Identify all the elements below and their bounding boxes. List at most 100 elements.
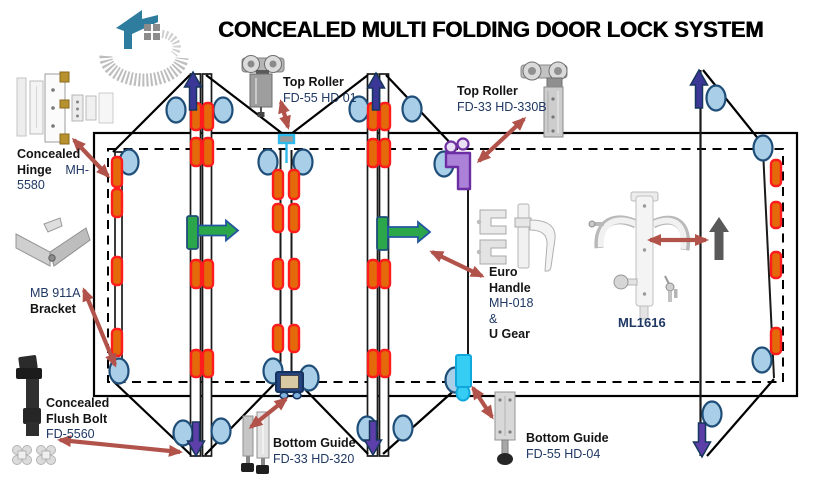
part-name: Bracket: [30, 301, 76, 316]
multipoint-lock-points: [110, 101, 783, 379]
part-name: Bottom Guide: [526, 431, 609, 445]
label-bottom-guide-fd33: Bottom Guide FD-33 HD-320: [273, 436, 356, 467]
bottom-guide-fd33-marker: [275, 371, 304, 400]
lock-point: [366, 137, 380, 169]
part-name: Handle: [489, 280, 531, 295]
lock-point: [189, 258, 203, 290]
part-code: MH-5580: [17, 162, 89, 193]
part-code: FD-55 HD-04: [526, 446, 601, 461]
fold-down-arrow: [692, 422, 712, 459]
logo-roof: [116, 10, 158, 49]
label-mb-911a-bracket: MB 911A Bracket: [30, 286, 81, 317]
part-name: Top Roller: [457, 84, 518, 98]
lock-point: [378, 137, 392, 169]
part-code: MH-018: [489, 296, 534, 310]
lock-point: [110, 155, 124, 189]
label-ml1616: ML1616: [618, 315, 666, 330]
top-roller-fd55-photo: [241, 55, 285, 117]
lock-point: [110, 255, 124, 287]
lock-point: [287, 323, 301, 354]
lock-point: [287, 257, 301, 291]
part-name: Bottom Guide: [273, 436, 356, 450]
roller-point: [401, 95, 423, 123]
company-logo: [99, 10, 189, 87]
roller-point: [705, 84, 727, 112]
fold-down-arrow: [186, 421, 206, 458]
u-gear-piece: [479, 239, 507, 265]
label-top-roller-fd55: Top Roller FD-55 HD 01: [283, 75, 357, 106]
gear-handle-marker: [186, 215, 199, 250]
callout-arrow: [278, 99, 291, 130]
lock-point: [287, 202, 301, 234]
callout-arrow: [82, 287, 117, 368]
lock-point: [769, 250, 783, 280]
part-name: Concealed Flush Bolt: [46, 396, 110, 426]
part-code: FD-33 HD-320: [273, 451, 355, 466]
roller-point: [210, 417, 232, 445]
top-roller-fd33-photo: [520, 61, 568, 138]
lock-point: [769, 158, 783, 188]
fold-up-arrow: [366, 71, 386, 111]
part-code: FD-5560: [46, 427, 95, 441]
mb-911a-bracket-photo: [15, 217, 91, 267]
part-name: Concealed Hinge: [17, 147, 81, 177]
page-title: CONCEALED MULTI FOLDING DOOR LOCK SYSTEM: [218, 17, 764, 42]
top-roller-fd55-marker: [277, 133, 296, 163]
lock-point: [366, 258, 380, 290]
roller-point: [257, 148, 279, 176]
label-concealed-hinge: Concealed Hinge MH-5580: [17, 147, 89, 194]
callout-arrow: [71, 137, 111, 179]
fold-up-arrow: [183, 70, 203, 111]
swing-up-arrow: [709, 217, 729, 260]
ampersand: &: [489, 311, 498, 326]
part-code: MB 911A: [30, 286, 81, 300]
bottom-guide-fd55-photo: [494, 391, 516, 465]
fold-down-arrow: [363, 420, 383, 457]
label-euro-handle: Euro Handle MH-018 & U Gear: [489, 265, 533, 343]
logo-swirl: [99, 55, 189, 87]
lock-point: [271, 202, 285, 234]
callout-arrow: [429, 250, 485, 278]
part-code: FD-55 HD 01: [283, 90, 357, 105]
roller-point: [292, 148, 314, 176]
part-name: Euro: [489, 265, 518, 279]
roller-point: [751, 346, 773, 374]
roller-point: [701, 400, 723, 428]
lock-point: [378, 258, 392, 290]
roller-point: [212, 96, 234, 124]
callout-arrows: [57, 99, 709, 457]
label-top-roller-fd33: Top Roller FD-33 HD-330B: [457, 84, 547, 115]
lock-point: [201, 136, 215, 168]
lock-point: [378, 101, 392, 132]
lock-point: [271, 168, 285, 201]
part-name: Top Roller: [283, 75, 344, 89]
part-code: FD-33 HD-330B: [457, 99, 547, 114]
callout-arrow: [57, 435, 183, 457]
part-name: U Gear: [489, 327, 530, 341]
fold-up-arrow: [689, 68, 709, 109]
lock-point: [189, 348, 203, 379]
label-bottom-guide-fd55: Bottom Guide FD-55 HD-04: [526, 431, 609, 462]
slide-direction-arrows: [186, 215, 432, 251]
lock-point: [271, 323, 285, 354]
callout-arrow: [476, 116, 527, 164]
concealed-hinge-photo: [16, 71, 114, 145]
roller-point: [165, 96, 187, 124]
callout-arrow: [471, 385, 494, 420]
lock-point: [271, 257, 285, 291]
slide-arrow-right: [387, 220, 432, 244]
euro-handle-ugear-photo: [476, 203, 556, 272]
fold-direction-arrows: [183, 68, 729, 459]
lock-point: [110, 327, 124, 358]
top-roller-fd33-marker: [444, 137, 472, 191]
lock-point: [110, 187, 124, 219]
roller-point: [752, 134, 774, 162]
lock-point: [189, 136, 203, 168]
lock-point: [201, 348, 215, 379]
gear-handle-marker: [376, 216, 389, 251]
lock-point: [287, 168, 301, 201]
lock-point: [201, 258, 215, 290]
u-gear-piece: [479, 209, 507, 235]
